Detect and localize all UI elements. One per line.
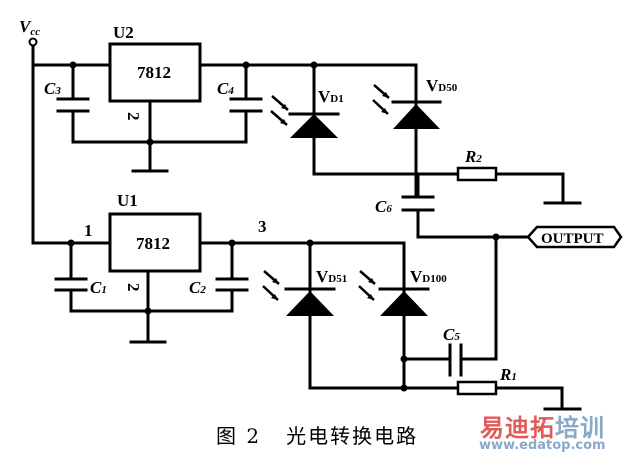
c6-label: C6 — [375, 197, 392, 216]
c1-c2-network — [54, 241, 249, 313]
photodiode-vd51 — [262, 241, 406, 390]
u1-pin2-label: 2 — [124, 283, 143, 292]
c3-label: C3 — [44, 79, 61, 98]
output-port — [526, 225, 623, 249]
figure-caption: 图 2 光电转换电路 — [216, 420, 418, 449]
u1-ref-label: U1 — [117, 191, 138, 210]
vd50-label: VD50 — [426, 76, 458, 95]
u2-ref-label: U2 — [113, 23, 134, 42]
r1-label: R1 — [499, 365, 517, 384]
c1-label: C1 — [90, 278, 107, 297]
u2-part-label: 7812 — [137, 63, 171, 82]
c2-label: C2 — [189, 278, 206, 297]
watermark-blue-text: 培训 — [555, 414, 605, 442]
u2-pin2-label: 2 — [124, 112, 143, 121]
u1-pin1-label: 1 — [84, 221, 93, 240]
junction — [144, 307, 152, 315]
vd1-label: VD1 — [318, 87, 344, 106]
c3-c4-network — [56, 63, 263, 144]
junction — [146, 138, 154, 146]
u2-regulator — [108, 42, 202, 103]
u2-ground — [131, 99, 169, 173]
watermark-url: www.edatop.com — [479, 438, 606, 453]
r1-wire — [402, 386, 582, 411]
figure-number: 图 2 — [216, 424, 262, 448]
c5-wire — [402, 235, 498, 361]
u1-part-label: 7812 — [136, 234, 170, 253]
r2-wire — [416, 172, 582, 205]
photodiode-vd50 — [372, 63, 442, 199]
watermark-logo: 易迪拓培训 — [480, 408, 605, 443]
figure-title: 光电转换电路 — [286, 424, 419, 448]
junction — [69, 61, 77, 69]
photodiode-vd1 — [270, 63, 420, 176]
c5-label: C5 — [443, 325, 460, 344]
resistor-r1 — [456, 380, 498, 396]
watermark-red-text: 易迪拓 — [480, 414, 555, 442]
c6-network — [401, 172, 529, 239]
vd51-label: VD51 — [316, 267, 347, 286]
vcc-wire — [31, 44, 112, 245]
photodiode-vd100 — [358, 241, 430, 390]
vcc-label: Vcc — [19, 17, 40, 38]
resistor-r2 — [456, 166, 498, 182]
vd100-label: VD100 — [410, 267, 447, 286]
vcc-terminal — [28, 37, 38, 47]
r2-label: R2 — [464, 147, 482, 166]
u1-pin3-label: 3 — [258, 217, 267, 236]
output-port-label: OUTPUT — [541, 231, 604, 247]
u1-ground — [129, 269, 167, 344]
c4-label: C4 — [217, 79, 234, 98]
capacitor-c5 — [448, 343, 463, 377]
